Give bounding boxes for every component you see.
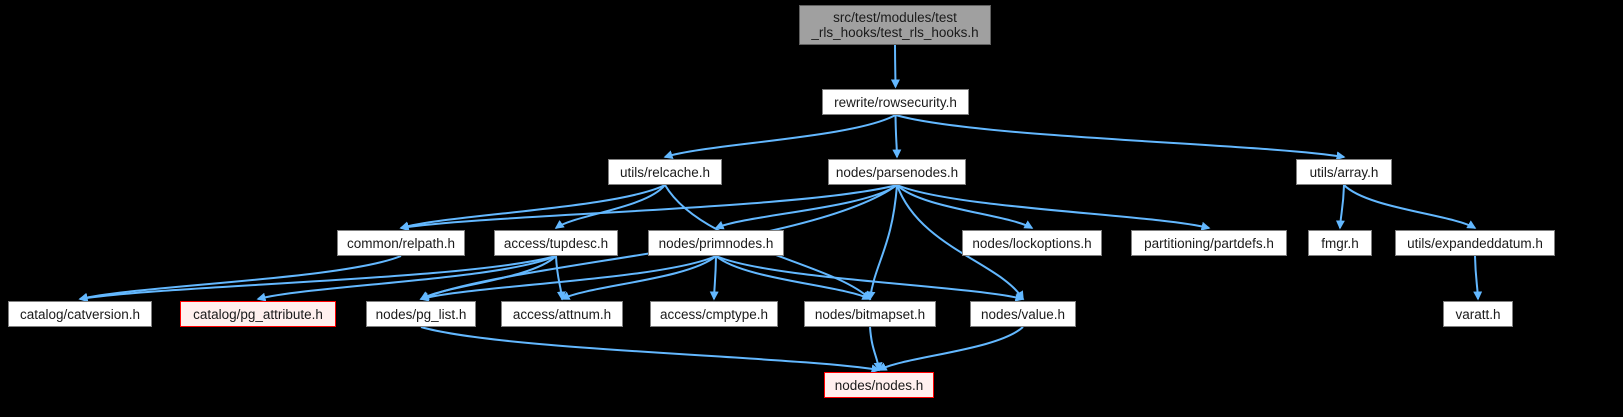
node-label: nodes/lockoptions.h <box>972 235 1092 251</box>
node-label: nodes/parsenodes.h <box>835 164 959 180</box>
node-label: utils/expandeddatum.h <box>1407 235 1543 251</box>
node-label: varatt.h <box>1455 306 1501 322</box>
edge-pg_list-to-nodes <box>420 326 881 374</box>
edge-array-to-fmgr <box>1335 184 1345 230</box>
node-nodes[interactable]: nodes/nodes.h <box>824 372 934 398</box>
node-relcache[interactable]: utils/relcache.h <box>608 159 722 185</box>
node-attnum[interactable]: access/attnum.h <box>501 301 623 327</box>
edge-tupdesc-to-attnum <box>555 255 566 301</box>
node-label: partitioning/partdefs.h <box>1144 235 1274 251</box>
node-cmptype[interactable]: access/cmptype.h <box>650 301 778 327</box>
node-label: access/tupdesc.h <box>503 235 609 251</box>
edge-tupdesc-to-pg_attribute <box>256 255 557 302</box>
edge-tupdesc-to-pg_list <box>419 255 557 300</box>
node-label: catalog/catversion.h <box>19 306 141 322</box>
node-label: nodes/pg_list.h <box>375 306 467 322</box>
edge-rowsecurity-to-array <box>895 114 1346 161</box>
edge-bitmapset-to-nodes <box>869 326 883 372</box>
edge-primnodes-to-cmptype <box>709 255 719 301</box>
node-pg_attribute[interactable]: catalog/pg_attribute.h <box>180 301 336 327</box>
edge-primnodes-to-value <box>715 255 1025 302</box>
node-relpath[interactable]: common/relpath.h <box>337 230 465 256</box>
node-rowsecurity[interactable]: rewrite/rowsecurity.h <box>822 89 969 115</box>
node-expandeddatum[interactable]: utils/expandeddatum.h <box>1395 230 1555 256</box>
node-parsenodes[interactable]: nodes/parsenodes.h <box>828 159 966 185</box>
node-label: nodes/primnodes.h <box>658 235 774 251</box>
edge-parsenodes-to-value <box>896 184 1024 301</box>
edge-relpath-to-catversion <box>78 255 402 302</box>
node-array[interactable]: utils/array.h <box>1296 159 1392 185</box>
edge-tupdesc-to-catversion <box>78 255 557 303</box>
node-root[interactable]: src/test/modules/test _rls_hooks/test_rl… <box>799 5 991 45</box>
edge-primnodes-to-bitmapset <box>715 255 872 300</box>
edge-parsenodes-to-partdefs <box>896 184 1211 231</box>
edge-expandeddatum-to-varatt <box>1473 255 1483 301</box>
edge-rowsecurity-to-parsenodes <box>892 114 902 159</box>
node-label: utils/array.h <box>1309 164 1379 180</box>
edge-parsenodes-to-primnodes <box>714 184 898 230</box>
edge-parsenodes-to-bitmapset <box>866 184 898 301</box>
node-label: access/cmptype.h <box>659 306 769 322</box>
node-catversion[interactable]: catalog/catversion.h <box>8 301 152 327</box>
edge-parsenodes-to-relpath <box>399 184 898 232</box>
node-fmgr[interactable]: fmgr.h <box>1308 230 1372 256</box>
edge-primnodes-to-attnum <box>560 255 717 300</box>
node-bitmapset[interactable]: nodes/bitmapset.h <box>804 301 936 327</box>
edge-array-to-expandeddatum <box>1343 184 1477 229</box>
node-primnodes[interactable]: nodes/primnodes.h <box>648 230 784 256</box>
edge-parsenodes-to-lockoptions <box>896 184 1034 229</box>
node-label: nodes/bitmapset.h <box>814 306 926 322</box>
edge-relcache-to-relpath <box>399 184 666 231</box>
edge-rowsecurity-to-relcache <box>663 114 896 159</box>
node-label: access/attnum.h <box>512 306 612 322</box>
node-pg_list[interactable]: nodes/pg_list.h <box>366 301 476 327</box>
node-lockoptions[interactable]: nodes/lockoptions.h <box>962 230 1102 256</box>
node-label: src/test/modules/test _rls_hooks/test_rl… <box>811 10 979 40</box>
edge-value-to-nodes <box>877 326 1024 371</box>
node-label: nodes/nodes.h <box>834 377 924 393</box>
node-label: nodes/value.h <box>980 306 1066 322</box>
edge-primnodes-to-pg_list <box>419 255 717 302</box>
node-label: fmgr.h <box>1321 235 1359 251</box>
node-value[interactable]: nodes/value.h <box>970 301 1076 327</box>
node-label: utils/relcache.h <box>619 164 711 180</box>
edge-root-to-rowsecurity <box>890 44 900 89</box>
node-label: catalog/pg_attribute.h <box>193 306 323 322</box>
node-varatt[interactable]: varatt.h <box>1443 301 1513 327</box>
node-partdefs[interactable]: partitioning/partdefs.h <box>1131 230 1287 256</box>
node-label: rewrite/rowsecurity.h <box>834 94 957 110</box>
node-label: common/relpath.h <box>346 235 456 251</box>
node-tupdesc[interactable]: access/tupdesc.h <box>494 230 618 256</box>
edge-relcache-to-tupdesc <box>554 184 666 229</box>
